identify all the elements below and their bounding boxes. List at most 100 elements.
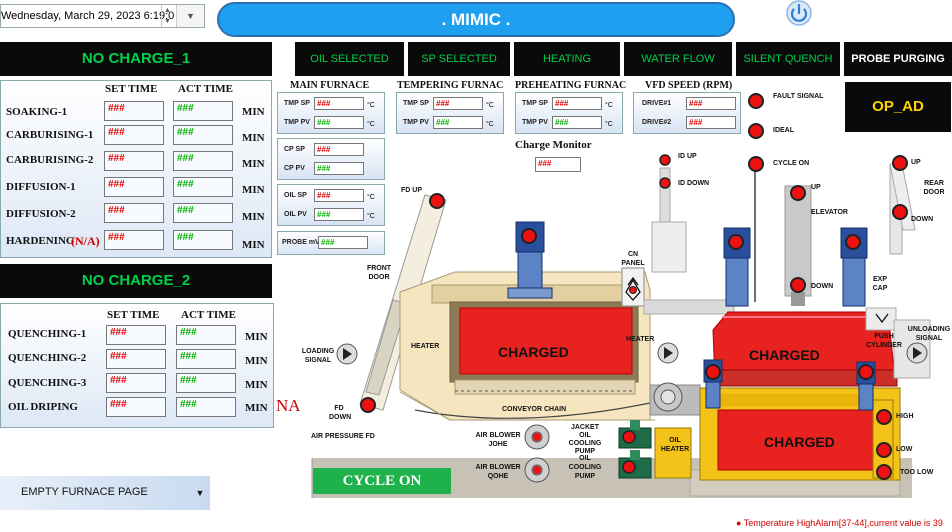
charge2-row-label: QUENCHING-1 [8, 328, 87, 340]
charge-monitor-label: Charge Monitor [515, 139, 592, 151]
tmp-pv-label: TMP PV [284, 119, 310, 126]
charge2-set-value: ### [106, 349, 166, 369]
air-blower-johe-label: AIR BLOWER JOHE [475, 432, 521, 448]
degree-unit: °C [605, 121, 613, 128]
charge2-act-header: ACT TIME [181, 309, 236, 321]
air-pressure-label: AIR PRESSURE FD [311, 433, 375, 440]
preheating-sp-value: ### [552, 97, 602, 110]
charge1-act-value: ### [173, 230, 233, 250]
op-ad-indicator: OP_AD [845, 82, 951, 132]
charge2-act-value: ### [176, 325, 236, 345]
charge1-unit: MIN [242, 106, 265, 118]
main-cp-box: CP SP ### CP PV ### [277, 138, 385, 180]
cycle-on-button[interactable]: CYCLE ON [313, 468, 451, 494]
na-label: NA [276, 396, 301, 415]
main-heater-label: HEATER [411, 343, 440, 350]
tempering-pv-value: ### [433, 116, 483, 129]
quench-charged-label: CHARGED [764, 434, 835, 450]
charge2-unit: MIN [245, 331, 268, 343]
charge1-row-label: HARDENING [6, 235, 75, 247]
main-cp-sp-value: ### [314, 143, 364, 156]
charge1-set-value: ### [104, 151, 164, 171]
main-temp-box: TMP SP ### °C TMP PV ### °C [277, 92, 385, 134]
id-up-label: ID UP [678, 153, 697, 160]
charge1-set-value: ### [104, 203, 164, 223]
tmp-sp-label: TMP SP [403, 100, 429, 107]
rear-door-up-label: UP [911, 159, 921, 166]
status-sp-selected: SP SELECTED [408, 42, 510, 76]
fd-down-label: FD DOWN [329, 405, 352, 421]
cp-sp-label: CP SP [284, 146, 305, 153]
secondary-heater-label: HEATER [626, 336, 655, 343]
chevron-down-icon[interactable]: ▼ [195, 488, 205, 498]
charge1-unit: MIN [242, 158, 265, 170]
probe-mv-label: PROBE mV [282, 239, 320, 246]
oil-heater-label: OIL HEATER [660, 437, 690, 453]
charge1-set-value: ### [104, 230, 164, 250]
vfd-box: DRIVE#1 ### DRIVE#2 ### [633, 92, 741, 134]
charge2-unit: MIN [245, 379, 268, 391]
charge2-row-label: QUENCHING-3 [8, 377, 87, 389]
level-too-low-label: TOO LOW [900, 469, 934, 476]
status-oil-selected: OIL SELECTED [295, 42, 404, 76]
preheating-box: TMP SP ### °C TMP PV ### °C [515, 92, 623, 134]
cn-panel-label: CN PANEL [621, 251, 645, 267]
front-door-label: FRONT DOOR [366, 265, 392, 281]
elevator-up-label: UP [811, 184, 821, 191]
power-icon[interactable] [781, 0, 817, 26]
drive2-label: DRIVE#2 [642, 119, 672, 126]
push-cylinder-label: PUSH CYLINDER [866, 333, 902, 349]
alarm-ticker: ● Temperature HighAlarm[37-44],current v… [736, 518, 943, 528]
fd-up-label: FD UP [401, 187, 422, 194]
oil-sp-label: OIL SP [284, 192, 307, 199]
jacket-pump-label: JACKET OIL COOLING PUMP [568, 424, 602, 455]
empty-furnace-page-select[interactable]: EMPTY FURNACE PAGE [0, 476, 210, 510]
status-heating: HEATING [514, 42, 620, 76]
charge1-row-label: DIFFUSION-2 [6, 208, 76, 220]
main-oil-sp-value: ### [314, 189, 364, 202]
charge1-unit: MIN [242, 211, 265, 223]
degree-unit: °C [605, 102, 613, 109]
charge1-unit: MIN [242, 239, 265, 251]
elevator-down-label: DOWN [811, 283, 834, 290]
status-water-flow: WATER FLOW [624, 42, 732, 76]
preheating-pv-value: ### [552, 116, 602, 129]
charge2-set-value: ### [106, 373, 166, 393]
id-down-label: ID DOWN [678, 180, 710, 187]
degree-unit: °C [486, 102, 494, 109]
main-tmp-sp-value: ### [314, 97, 364, 110]
tempering-charged-label: CHARGED [749, 347, 820, 363]
rear-door-down-label: DOWN [911, 216, 934, 223]
loading-signal-label: LOADING SIGNAL [301, 348, 335, 364]
status-silent-quench: SILENT QUENCH [736, 42, 840, 76]
chevron-down-icon[interactable]: ▼ [176, 5, 204, 27]
arrow-signals [336, 342, 928, 365]
ideal-label: IDEAL [773, 127, 794, 134]
charge2-set-value: ### [106, 325, 166, 345]
charge1-act-value: ### [173, 151, 233, 171]
main-oil-box: OIL SP ### °C OIL PV ### °C [277, 184, 385, 226]
degree-unit: °C [367, 102, 375, 109]
probe-mv-value: ### [318, 236, 368, 249]
vfd-speed-title: VFD SPEED (RPM) [645, 80, 733, 91]
exp-cap-label: EXP CAP [872, 276, 888, 292]
elevator-label: ELEVATOR [811, 209, 848, 216]
status-probe-purging: PROBE PURGING [844, 42, 952, 76]
cp-pv-label: CP PV [284, 165, 305, 172]
charge1-row-label: DIFFUSION-1 [6, 181, 76, 193]
oil-cooling-pump-label: OIL COOLING PUMP [568, 455, 602, 480]
datetime-picker[interactable]: Wednesday, March 29, 2023 6:19:0 [0, 4, 205, 28]
charge2-set-header: SET TIME [107, 309, 160, 321]
conveyor-chain-label: CONVEYOR CHAIN [502, 406, 567, 413]
charge1-act-value: ### [173, 177, 233, 197]
drive1-label: DRIVE#1 [642, 100, 672, 107]
indicator-lights [360, 93, 908, 480]
charge2-unit: MIN [245, 355, 268, 367]
datetime-spinner[interactable]: ▲▼ [161, 5, 173, 27]
tmp-pv-label: TMP PV [403, 119, 429, 126]
main-charged-label: CHARGED [498, 344, 569, 360]
degree-unit: °C [367, 121, 375, 128]
tempering-furnace-title: TEMPERING FURNAC [397, 80, 504, 91]
charge2-status: NO CHARGE_2 [0, 264, 272, 298]
main-tmp-pv-value: ### [314, 116, 364, 129]
